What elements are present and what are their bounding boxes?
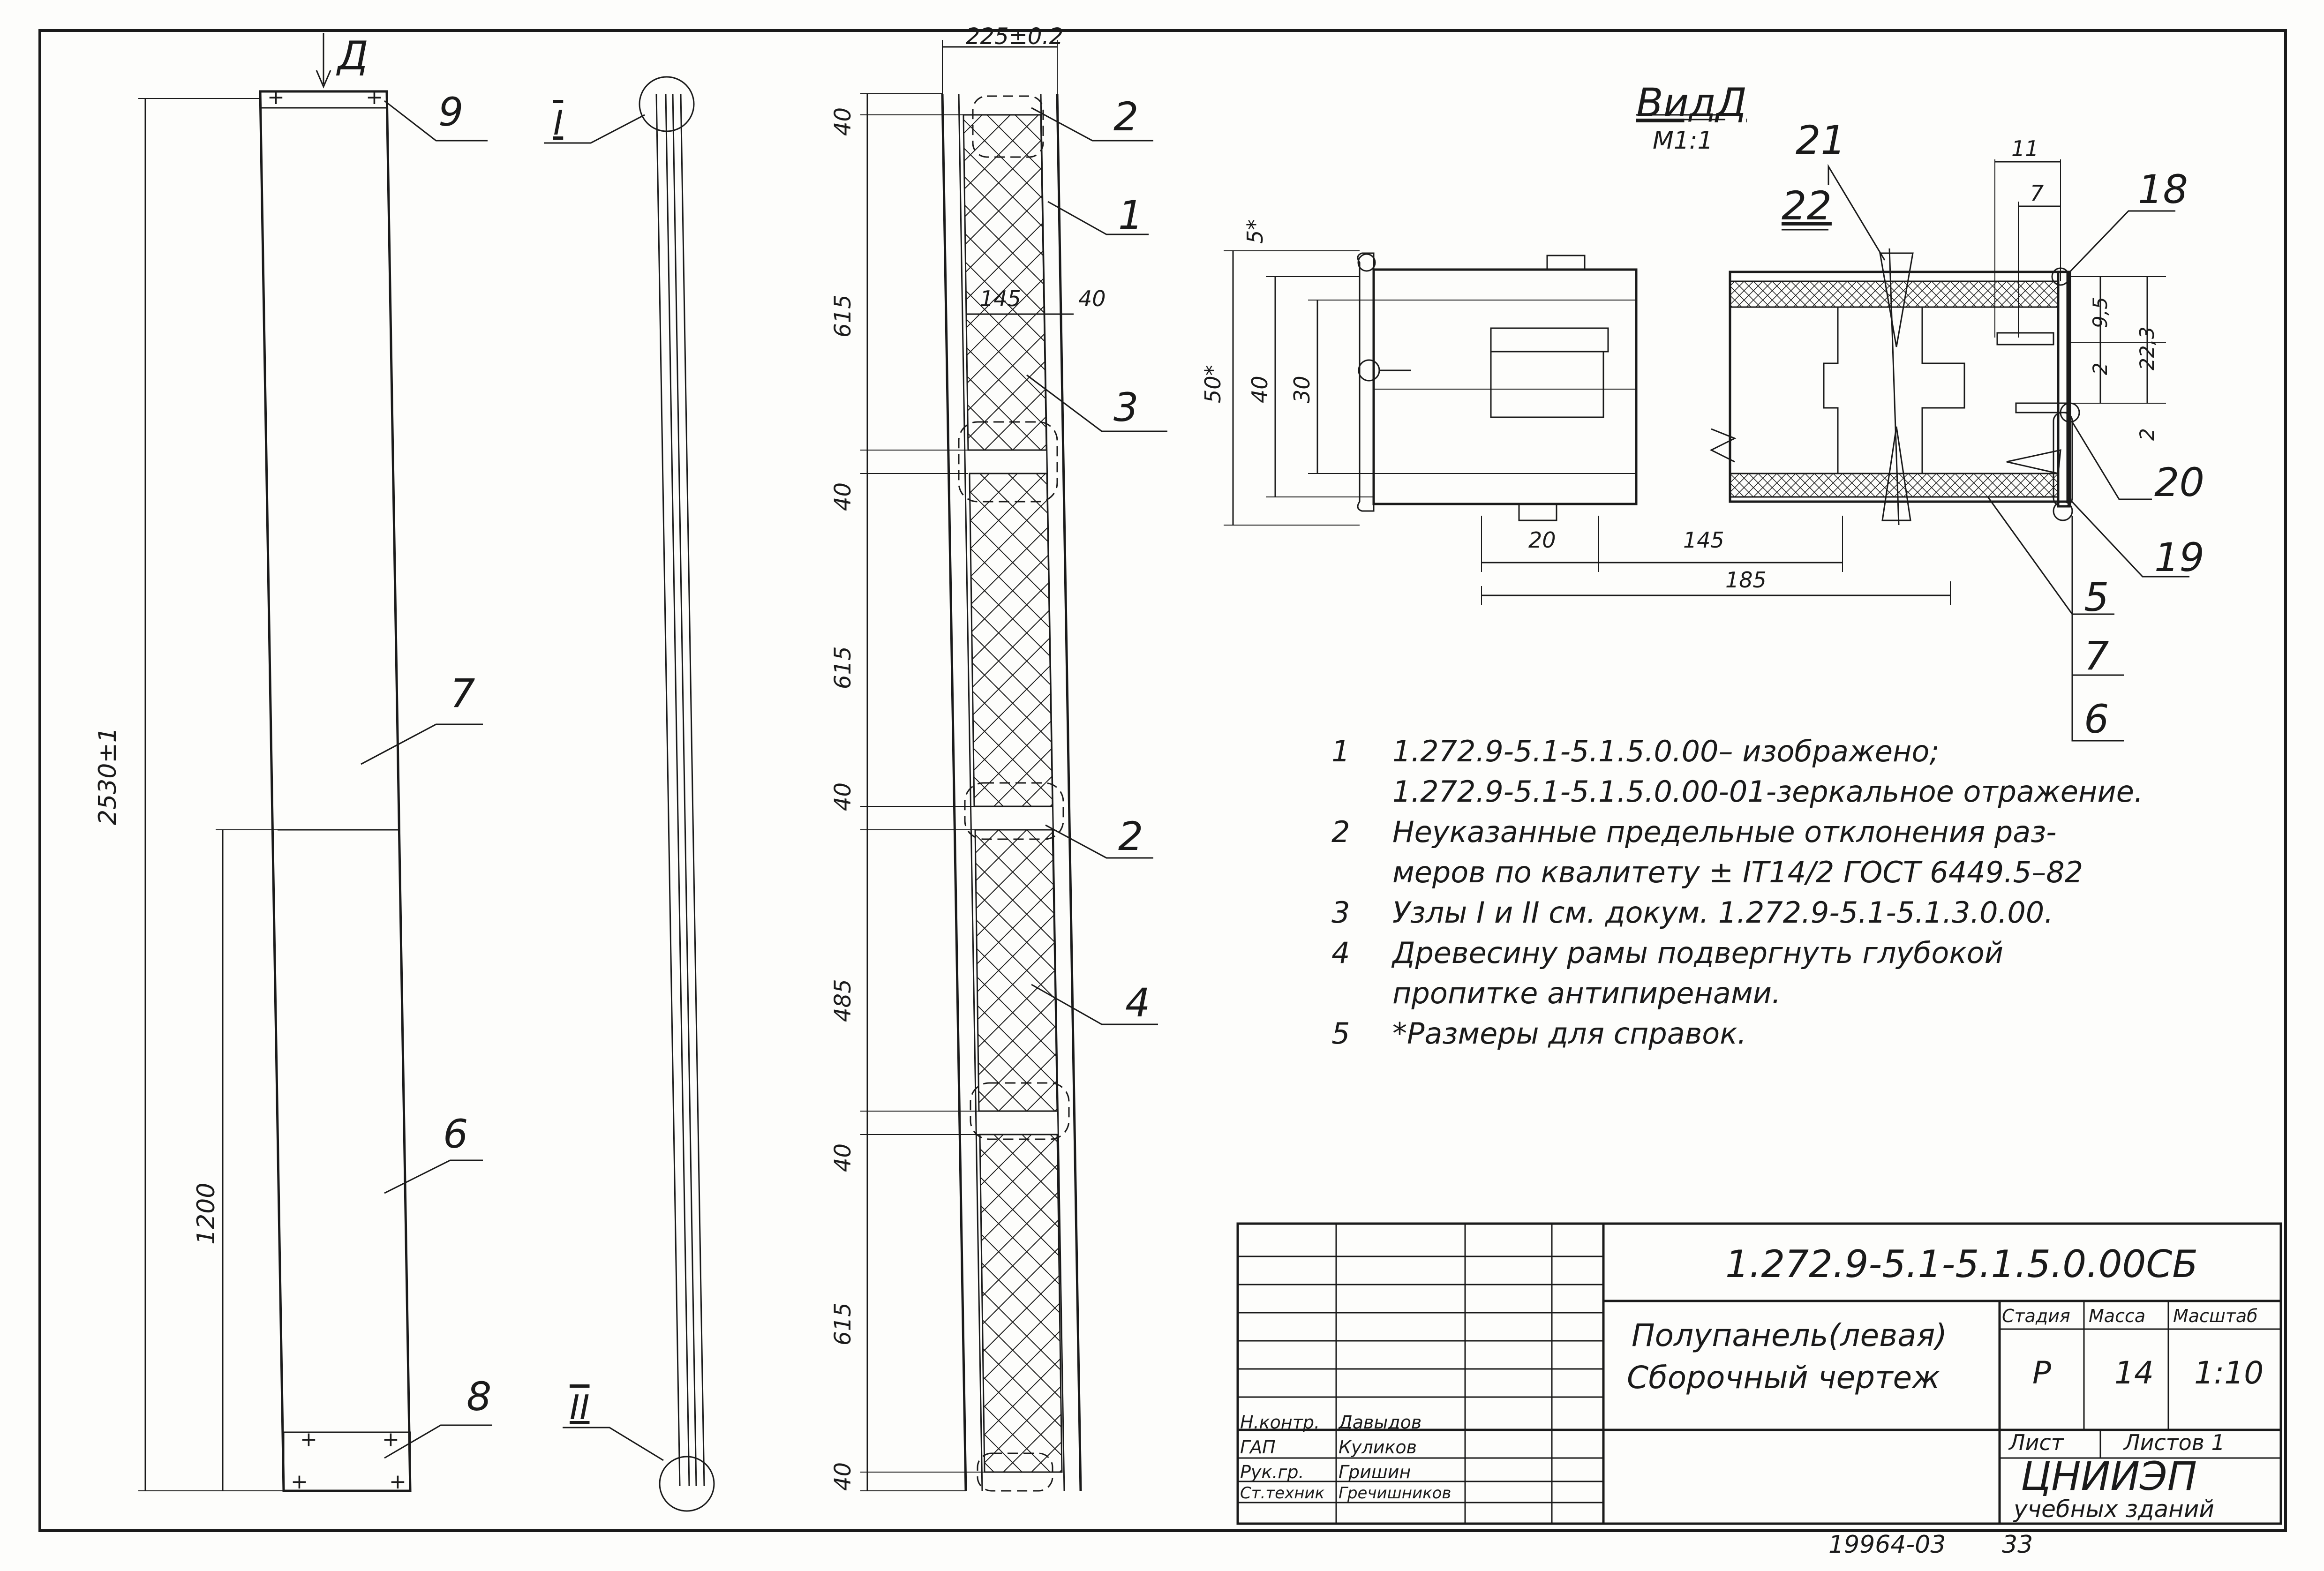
detail-dim-2b: 2 — [2136, 428, 2159, 441]
footer-code: 19964-03 — [1828, 1531, 1946, 1559]
svg-text:+: + — [389, 1470, 406, 1494]
section-dim-5: 40 — [830, 782, 856, 811]
view-d-detail — [1224, 114, 2189, 742]
detail-dim-2a: 2 — [2089, 362, 2112, 375]
panel-elevation: + + + + + + — [138, 33, 492, 1494]
note-1: 1 1.272.9-5.1-5.1.5.0.00– изображено;1.2… — [1331, 734, 2143, 809]
panel-section — [860, 40, 1167, 1492]
leader-label-6b: 6 — [2084, 696, 2109, 742]
leader-label-2a: 2 — [1113, 94, 1139, 140]
node-II-label: II — [570, 1388, 590, 1427]
svg-text:+: + — [382, 1428, 399, 1451]
node-I-marker — [639, 76, 695, 132]
mass-label: Масса — [2089, 1306, 2146, 1326]
leader-label-8: 8 — [466, 1374, 492, 1420]
leader-label-4: 4 — [1125, 980, 1151, 1026]
title-block — [1236, 1222, 2282, 1525]
leader-label-21: 21 — [1796, 117, 1846, 163]
detail-dim-20: 20 — [1528, 527, 1556, 553]
doc-code: 1.272.9-5.1-5.1.5.0.00СБ — [1725, 1242, 2198, 1286]
section-dim-8: 615 — [830, 1302, 856, 1345]
sheets-label: Листов 1 — [2124, 1430, 2225, 1455]
overall-dim: 2530±1 — [94, 727, 122, 825]
section-dim-6: 485 — [830, 979, 856, 1022]
detail-dim-40: 40 — [1247, 376, 1272, 403]
notes-block: 1 1.272.9-5.1-5.1.5.0.00– изображено;1.2… — [1331, 731, 2175, 1054]
view-d-scale: М1:1 — [1653, 127, 1713, 155]
partial-dim: 1200 — [192, 1182, 220, 1245]
section-dim-3: 40 — [830, 482, 856, 511]
detail-dim-145: 145 — [1683, 527, 1724, 553]
detail-dim-185: 185 — [1725, 567, 1767, 593]
sheet-frame — [38, 29, 2287, 1532]
item-name: Полупанель(левая) — [1632, 1317, 1948, 1353]
leader-label-1: 1 — [1118, 192, 1143, 238]
inner-dim-145: 145 — [980, 286, 1021, 311]
leader-label-18: 18 — [2138, 166, 2188, 212]
panel-side-view — [544, 76, 715, 1512]
leader-label-19: 19 — [2154, 534, 2204, 580]
role-row-3: Рук.гр.Гришин — [1240, 1462, 1411, 1482]
section-dim-1: 40 — [830, 107, 856, 136]
leader-label-2b: 2 — [1118, 813, 1143, 859]
scale-value: 1:10 — [2194, 1355, 2264, 1391]
arrow-label: Д — [338, 33, 369, 79]
detail-dim-7: 7 — [2030, 180, 2044, 206]
org-subtitle: учебных зданий — [2014, 1496, 2214, 1523]
leader-label-22: 22 — [1782, 183, 1832, 229]
note-2: 2 Неуказанные предельные отклонения раз-… — [1331, 815, 2083, 889]
leader-label-9: 9 — [438, 89, 464, 135]
section-dim-9: 40 — [830, 1462, 856, 1491]
note-3: 3 Узлы I и II см. докум. 1.272.9-5.1-5.1… — [1331, 895, 2053, 930]
section-dim-4: 615 — [830, 646, 856, 689]
node-I-label: I — [553, 103, 564, 143]
detail-dim-11: 11 — [2011, 136, 2039, 161]
detail-dim-22-3: 22,3 — [2136, 326, 2159, 370]
node-II-marker — [659, 1456, 715, 1512]
detail-dim-9-5: 9,5 — [2089, 297, 2112, 328]
svg-text:+: + — [300, 1428, 317, 1451]
leader-label-3: 3 — [1113, 384, 1139, 430]
leader-label-6: 6 — [443, 1111, 468, 1157]
detail-dim-50: 50* — [1200, 365, 1226, 403]
stage-label: Стадия — [2002, 1306, 2070, 1326]
drawing-type: Сборочный чертеж — [1627, 1360, 1940, 1396]
view-d-title: ВидД — [1636, 80, 1747, 126]
sheet-label: Лист — [2009, 1430, 2064, 1455]
detail-dim-30: 30 — [1289, 376, 1315, 403]
svg-text:+: + — [366, 85, 383, 109]
stage-value: Р — [2032, 1355, 2051, 1391]
svg-text:+: + — [291, 1470, 308, 1494]
section-dim-2: 615 — [830, 294, 856, 338]
leader-label-5: 5 — [2084, 574, 2109, 620]
inner-dim-40: 40 — [1078, 286, 1106, 311]
footer-page: 33 — [2002, 1531, 2033, 1559]
leader-label-20: 20 — [2154, 459, 2204, 505]
org-name: ЦНИИЭП — [2021, 1453, 2197, 1499]
scale-label: Масштаб — [2173, 1306, 2258, 1326]
mass-value: 14 — [2114, 1355, 2154, 1391]
section-dim-7: 40 — [830, 1143, 856, 1172]
note-5: 5 *Размеры для справок. — [1331, 1016, 1747, 1051]
leader-label-7: 7 — [450, 670, 475, 716]
role-row-1: Н.контр.Давыдов — [1240, 1412, 1422, 1433]
top-dim: 225±0.2 — [966, 23, 1064, 50]
svg-text:+: + — [267, 85, 285, 109]
detail-dim-5: 5* — [1242, 219, 1268, 244]
leader-label-7b: 7 — [2084, 633, 2109, 679]
